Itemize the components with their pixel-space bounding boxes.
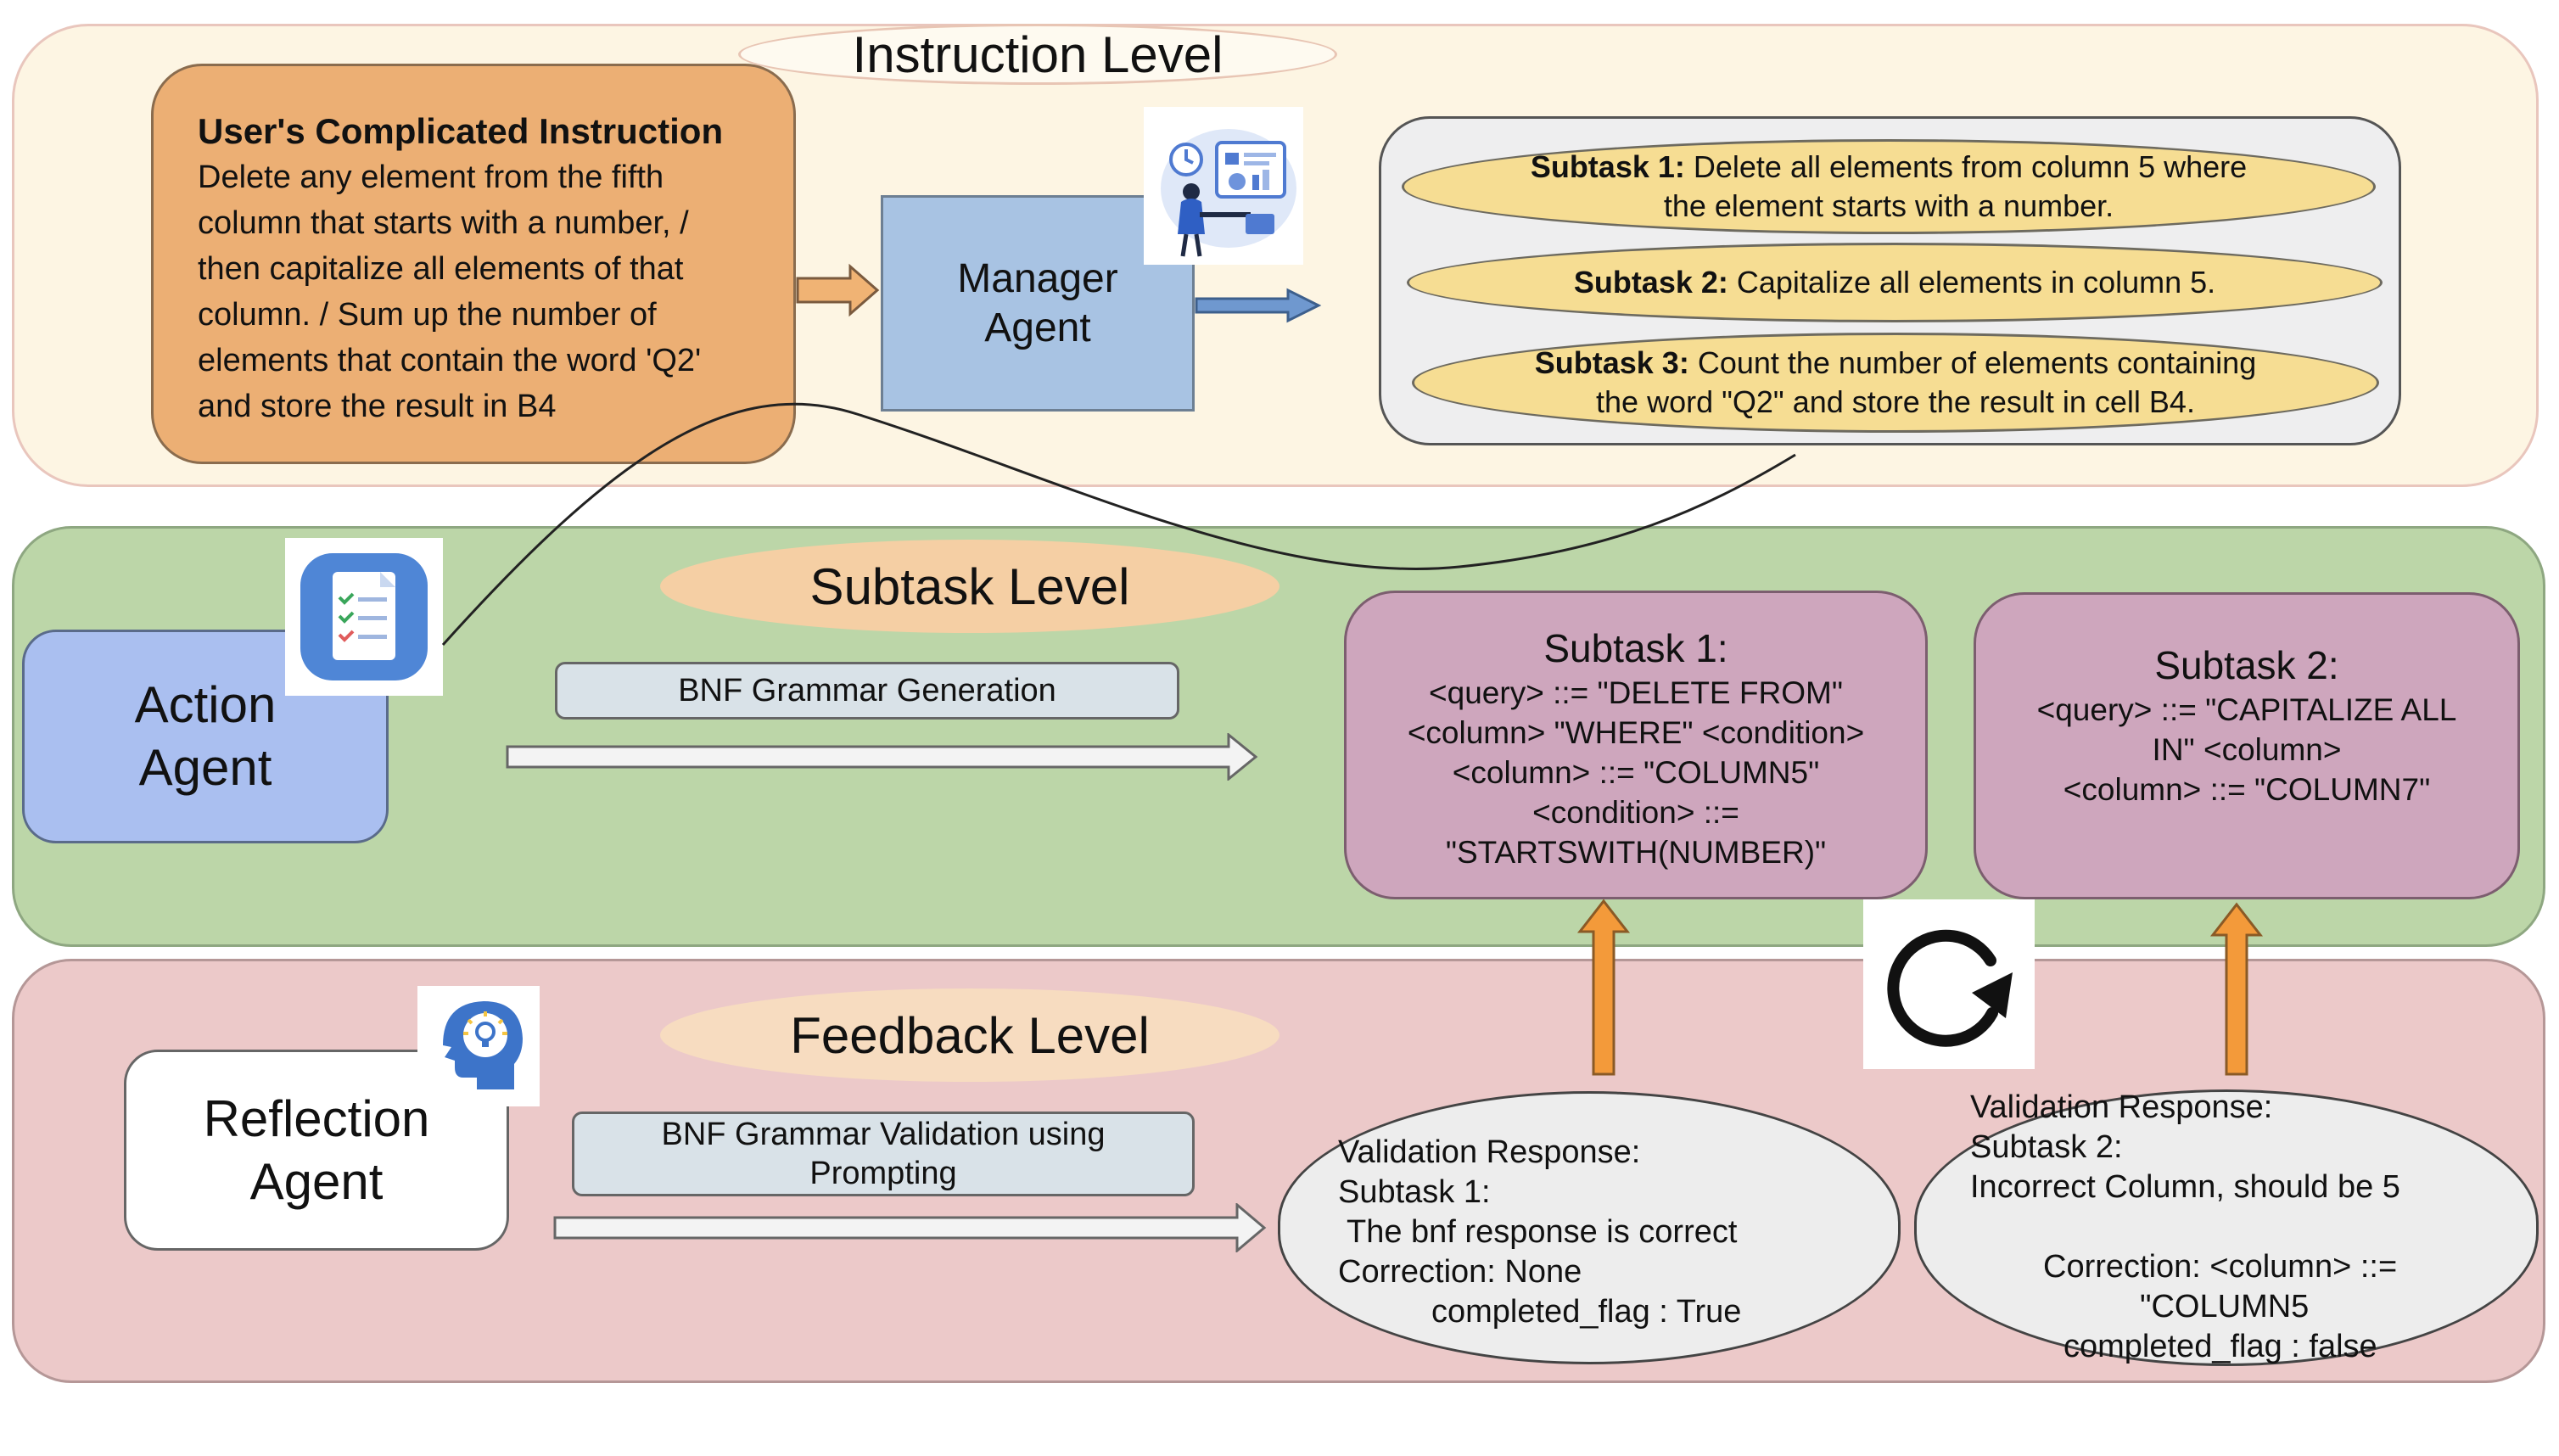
subtask-text: Count the number of elements containing [1688,345,2257,380]
action-agent-label: Agent [138,739,272,796]
bnf-line: <query> ::= "CAPITALIZE ALL [2036,692,2457,727]
subtask-level-title: Subtask Level [660,540,1280,633]
subtask2-bnf-box: Subtask 2: <query> ::= "CAPITALIZE ALL I… [1974,592,2520,899]
validation-response-2-text: Validation Response: Subtask 2: Incorrec… [1970,1088,2513,1367]
bnf-line: <column> "WHERE" <condition> [1407,715,1865,750]
subtask-ellipse: Subtask 2: Capitalize all elements in co… [1407,243,2383,322]
refresh-loop-icon [1863,899,2035,1069]
bnf-line: IN" <column> [2152,732,2342,767]
subtask1-bnf-title: Subtask 1: [1543,626,1728,670]
feedback-arrow [2209,902,2264,1076]
subtask-text: Delete all elements from column 5 where [1684,149,2248,184]
reflection-agent-label: Reflection [203,1089,430,1147]
validation-line: Subtask 1: [1338,1174,1491,1210]
instruction-level-title: Instruction Level [738,24,1337,85]
feedback-level-title: Feedback Level [660,988,1280,1082]
user-instruction-line: elements that contain the word 'Q2' [198,343,702,378]
validation-line: The bnf response is correct [1347,1214,1738,1250]
bnf-generation-label: BNF Grammar Generation [555,662,1179,720]
validation-line: completed_flag : True [1431,1294,1742,1330]
subtask-text: the element starts with a number. [1663,188,2114,223]
bnf-line: <condition> ::= [1532,795,1739,830]
action-agent-box: Action Agent [22,630,389,843]
flow-arrow [796,263,880,317]
bnf-validation-label-line: Prompting [809,1156,957,1191]
subtask-ellipse: Subtask 1: Delete all elements from colu… [1402,139,2376,234]
subtask-label: Subtask 1: [1530,149,1685,184]
manager-agent-label: Manager [957,255,1118,301]
feedback-arrow [1576,899,1631,1076]
subtask-text: the word "Q2" and store the result in ce… [1596,384,2195,419]
action-agent-label: Action [134,676,277,733]
validation-response-2 [1914,1089,2539,1366]
bnf-line: <column> ::= "COLUMN7" [2063,772,2431,807]
user-instruction-line: column. / Sum up the number of [198,297,657,333]
manager-agent-label: Agent [984,305,1091,350]
user-instruction-line: and store the result in B4 [198,389,557,424]
bnf-line: "STARTSWITH(NUMBER)" [1445,835,1827,870]
validation-line: completed_flag : false [2063,1329,2377,1364]
thinking-head-icon [417,986,540,1106]
subtask-text: Capitalize all elements in column 5. [1727,265,2216,300]
validation-response-1: Validation Response: Subtask 1: The bnf … [1278,1091,1901,1364]
validation-line: Subtask 2: [1970,1129,2123,1165]
user-instruction-box: User's Complicated Instruction Delete an… [151,64,796,464]
validation-line: Validation Response: [1970,1089,2273,1125]
subtask-label: Subtask 2: [1573,265,1728,300]
user-instruction-heading: User's Complicated Instruction [198,111,724,151]
user-instruction-line: then capitalize all elements of that [198,251,684,287]
subtask2-bnf-title: Subtask 2: [2154,643,2339,687]
validation-line: Validation Response: [1338,1134,1641,1170]
validation-line: Correction: None [1338,1254,1582,1290]
subtask-ellipse: Subtask 3: Count the number of elements … [1412,333,2379,433]
validation-line: Incorrect Column, should be 5 [1970,1169,2400,1205]
subtask1-bnf-box: Subtask 1: <query> ::= "DELETE FROM" <co… [1344,591,1928,899]
manager-agent-box: Manager Agent [881,195,1195,412]
flow-arrow [506,733,1258,781]
checklist-document-icon [285,538,443,696]
analyst-illustration-icon [1144,107,1303,265]
bnf-line: <column> ::= "COLUMN5" [1452,755,1820,790]
flow-arrow [553,1203,1267,1252]
reflection-agent-label: Agent [249,1152,384,1210]
bnf-line: <query> ::= "DELETE FROM" [1429,675,1843,710]
flow-arrow [1195,288,1322,323]
subtask-label: Subtask 3: [1534,345,1689,380]
validation-line: Correction: <column> ::= [2043,1249,2398,1285]
validation-line: "COLUMN5 [2140,1289,2310,1324]
bnf-validation-label: BNF Grammar Validation using Prompting [572,1112,1195,1196]
user-instruction-line: column that starts with a number, / [198,205,689,241]
bnf-validation-label-line: BNF Grammar Validation using [661,1117,1106,1152]
user-instruction-line: Delete any element from the fifth [198,160,664,195]
